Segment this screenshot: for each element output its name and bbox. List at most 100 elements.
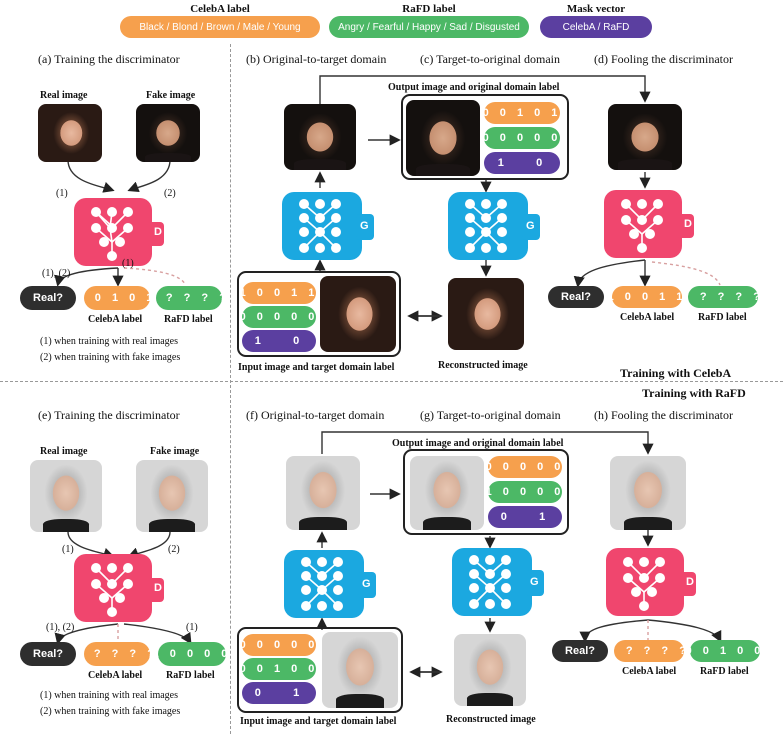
arrow-label-1b: (1) — [186, 622, 198, 633]
rafd-label-pill: ? ? ? ? ? — [148, 286, 226, 310]
real-image-label: Real image — [40, 446, 88, 457]
celeba-label-caption: CelebA label — [620, 312, 675, 323]
panel-e-title: (e) Training the discriminator — [38, 408, 180, 422]
generator-icon — [280, 190, 376, 262]
discriminator-letter: D — [684, 218, 692, 230]
generator-icon — [446, 190, 542, 262]
input-celeba-code: 1 0 0 1 1 — [240, 282, 316, 304]
input-image — [322, 632, 398, 708]
input-rafd-code: 0 0 1 0 0 — [240, 658, 316, 680]
celeba-label-pill: ? ? ? ? ? — [608, 640, 686, 662]
training-celeba-title: Training with CelebA — [620, 366, 732, 380]
output-image — [406, 100, 480, 176]
legend-rafd-pill: Angry / Fearful / Happy / Sad / Disguste… — [329, 16, 529, 38]
discriminator-icon — [602, 188, 696, 260]
discriminator-icon — [72, 552, 166, 624]
real-question-pill: Real? — [20, 286, 76, 310]
fake-image-label: Fake image — [150, 446, 200, 457]
input-mask: 1 0 — [242, 330, 316, 352]
legend-celeba-pill: Black / Blond / Brown / Male / Young — [120, 16, 320, 38]
real-image-rafd — [30, 460, 102, 532]
reconstructed-title: Reconstructed image — [438, 360, 528, 371]
real-question-pill: Real? — [548, 286, 604, 308]
discriminator-letter: D — [154, 582, 162, 594]
note-fake: (2) when training with fake images — [40, 352, 181, 363]
output-mask: 1 0 — [484, 152, 560, 174]
arrow-label-12: (1), (2) — [46, 622, 75, 633]
output-title: Output image and original domain label — [388, 82, 560, 93]
output-title: Output image and original domain label — [392, 438, 564, 449]
arrow-label-1b: (1) — [122, 258, 134, 269]
input-title: Input image and target domain label — [240, 716, 397, 727]
celeba-label-caption: CelebA label — [88, 314, 143, 325]
reconstructed-image — [454, 634, 526, 706]
celeba-label-pill: 0 0 1 0 1 — [78, 286, 152, 310]
arrow-label-12: (1), (2) — [42, 268, 71, 279]
celeba-label-pill: 1 0 0 1 1 — [608, 286, 682, 308]
reconstructed-title: Reconstructed image — [446, 714, 536, 725]
panel-h-title: (h) Fooling the discriminator — [594, 408, 733, 422]
rafd-label-pill: 1 0 0 0 0 — [153, 642, 227, 666]
horizontal-divider — [0, 381, 783, 382]
rafd-label-pill: ? ? ? ? ? — [682, 286, 760, 308]
fake-image-label: Fake image — [146, 90, 196, 101]
panel-a-title: (a) Training the discriminator — [38, 52, 180, 66]
training-rafd-title: Training with RaFD — [642, 386, 746, 400]
generator-icon — [450, 546, 546, 618]
output-rafd-code: 0 0 0 0 0 — [483, 127, 560, 149]
rafd-label-caption: RaFD label — [698, 312, 747, 323]
generator-letter: G — [530, 576, 539, 588]
fake-image-h — [610, 456, 686, 530]
fake-image-d — [608, 104, 682, 170]
arrow-label-2: (2) — [168, 544, 180, 555]
generator-letter: G — [360, 220, 369, 232]
output-celeba-code: 0 0 0 0 0 — [486, 456, 562, 478]
rafd-label-caption: RaFD label — [164, 314, 213, 325]
fake-image-rafd — [136, 460, 208, 532]
real-question-pill: Real? — [20, 642, 76, 666]
discriminator-icon — [604, 546, 698, 618]
output-image — [410, 456, 484, 530]
rafd-label-caption: RaFD label — [700, 666, 749, 677]
discriminator-letter: D — [154, 226, 162, 238]
celeba-label-caption: CelebA label — [88, 670, 143, 681]
celeba-label-caption: CelebA label — [622, 666, 677, 677]
celeba-label-pill: ? ? ? ? ? — [76, 642, 154, 666]
note-fake: (2) when training with fake images — [40, 706, 181, 717]
discriminator-icon — [72, 196, 166, 268]
output-rafd-code: 1 0 0 0 0 — [486, 481, 562, 503]
input-celeba-code: 0 0 0 0 0 — [240, 634, 316, 656]
arrow-label-1: (1) — [56, 188, 68, 199]
input-mask: 0 1 — [242, 682, 316, 704]
generator-icon — [282, 548, 378, 620]
output-mask: 0 1 — [488, 506, 562, 528]
legend-mask-title: Mask vector — [566, 3, 626, 15]
real-image-label: Real image — [40, 90, 88, 101]
real-question-pill: Real? — [552, 640, 608, 662]
legend-mask-pill: CelebA / RaFD — [540, 16, 652, 38]
input-rafd-code: 0 0 0 0 0 — [240, 306, 316, 328]
legend-celeba-title: CelebA label — [190, 3, 250, 15]
note-real: (1) when training with real images — [40, 336, 179, 347]
input-image — [320, 276, 396, 352]
original-image — [286, 456, 360, 530]
fake-image-celeba — [136, 104, 200, 162]
vertical-divider — [230, 44, 231, 734]
input-title: Input image and target domain label — [238, 362, 395, 373]
panel-f-title: (f) Original-to-target domain — [246, 408, 385, 422]
original-image — [284, 104, 356, 170]
output-celeba-code: 0 0 1 0 1 — [483, 102, 560, 124]
panel-g-title: (g) Target-to-original domain — [420, 408, 561, 422]
real-image-celeba — [38, 104, 102, 162]
panel-d-title: (d) Fooling the discriminator — [594, 52, 733, 66]
rafd-label-pill: 0 0 1 0 0 — [686, 640, 760, 662]
arrow-label-2: (2) — [164, 188, 176, 199]
reconstructed-image — [448, 278, 524, 350]
generator-letter: G — [362, 578, 371, 590]
note-real: (1) when training with real images — [40, 690, 179, 701]
arrow-label-1: (1) — [62, 544, 74, 555]
panel-c-title: (c) Target-to-original domain — [420, 52, 561, 66]
legend-rafd-title: RaFD label — [402, 3, 456, 15]
generator-letter: G — [526, 220, 535, 232]
